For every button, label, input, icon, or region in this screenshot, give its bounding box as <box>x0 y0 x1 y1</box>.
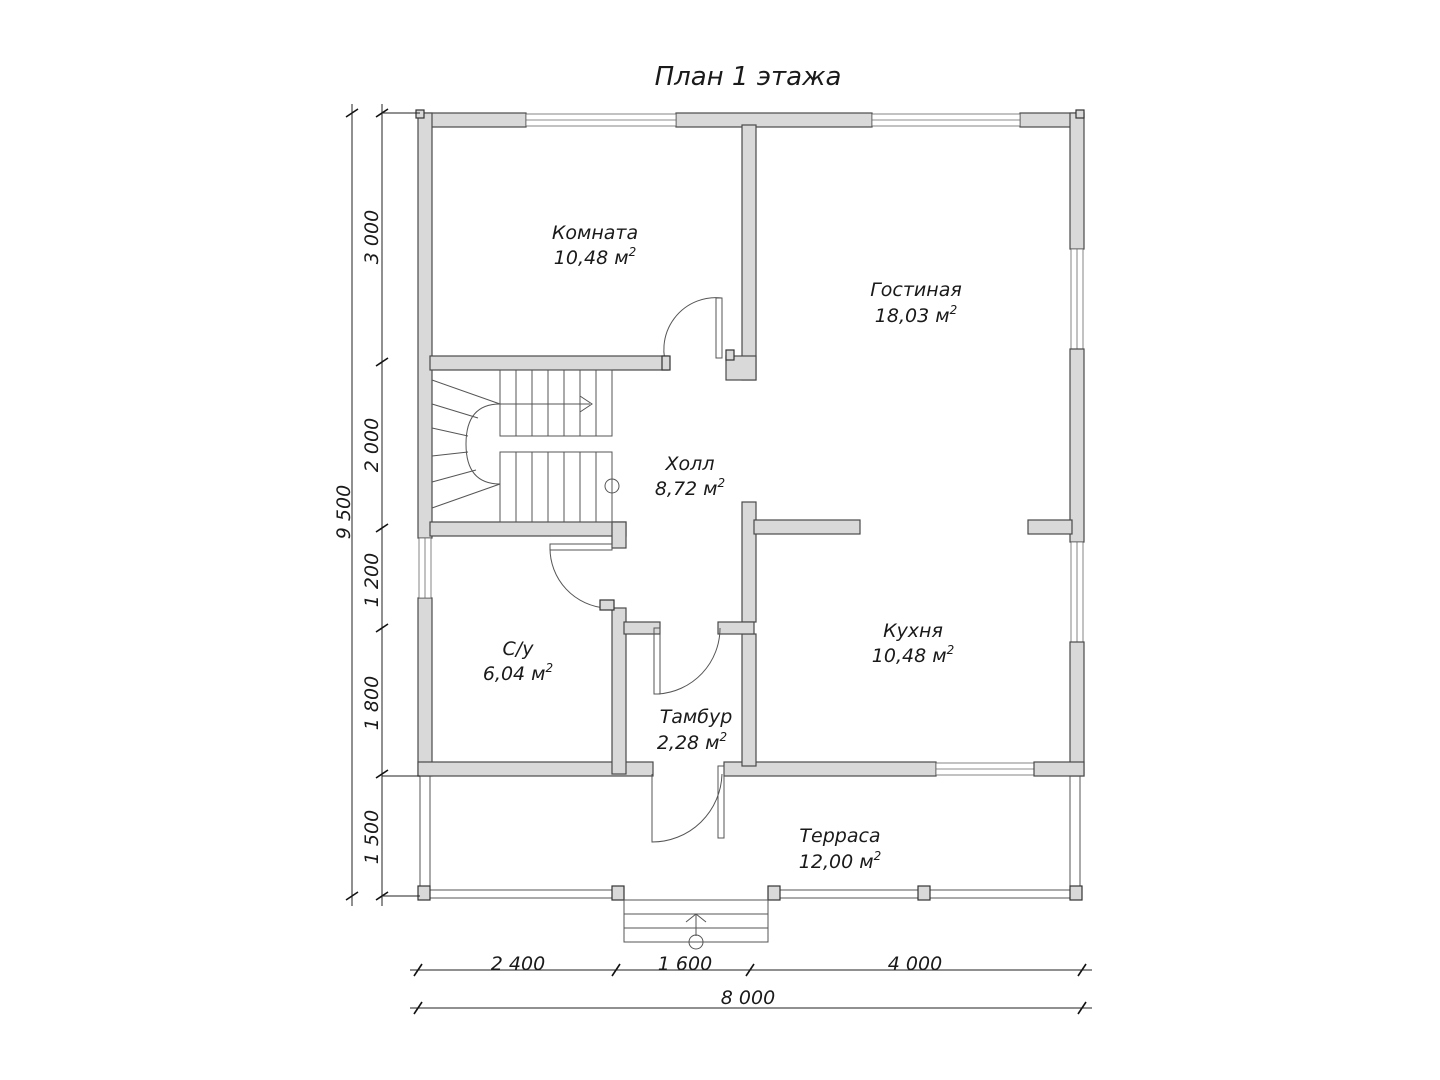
stair-start-marker <box>604 478 620 494</box>
room-holl-area: 8,72 м2 <box>655 476 725 500</box>
room-tambur-area: 2,28 м2 <box>657 730 727 754</box>
plan-title: План 1 этажа <box>655 62 842 92</box>
room-gostinaya-area: 18,03 м2 <box>875 303 957 327</box>
terrace <box>417 776 1083 950</box>
room-holl-name: Холл <box>665 453 715 475</box>
dim-bottom-seg-2: 1 600 <box>658 953 712 975</box>
outer-walls <box>415 109 1085 777</box>
staircase <box>431 369 620 523</box>
dim-left-seg-2: 2 000 <box>361 418 383 472</box>
room-komnata-area: 10,48 м2 <box>554 245 636 269</box>
inner-walls <box>429 124 1073 775</box>
room-su-name: С/у <box>503 638 535 660</box>
room-kuhnya-area: 10,48 м2 <box>872 643 954 667</box>
bottom-dimensions: 2 400 1 600 4 000 8 000 <box>410 953 1092 1015</box>
room-terrasa-area: 12,00 м2 <box>799 849 881 873</box>
dim-left-seg-1: 3 000 <box>361 210 383 264</box>
room-gostinaya-name: Гостиная <box>870 279 962 301</box>
dim-left-seg-3: 1 200 <box>361 553 383 607</box>
dim-left-seg-4: 1 800 <box>361 676 383 730</box>
dim-left-total: 9 500 <box>333 485 355 539</box>
left-dimensions: 9 500 3 000 2 000 1 200 1 800 1 500 <box>333 104 420 906</box>
room-terrasa-name: Терраса <box>799 825 880 847</box>
dim-bottom-seg-1: 2 400 <box>491 953 545 975</box>
room-tambur-name: Тамбур <box>660 706 733 728</box>
room-labels: Комната 10,48 м2 Гостиная 18,03 м2 Холл … <box>483 222 962 873</box>
doors <box>549 297 735 843</box>
room-kuhnya-name: Кухня <box>883 620 943 642</box>
room-komnata-name: Комната <box>552 222 638 244</box>
dim-bottom-seg-3: 4 000 <box>888 953 942 975</box>
dim-bottom-total: 8 000 <box>721 987 775 1009</box>
dim-left-seg-5: 1 500 <box>361 810 383 864</box>
room-su-area: 6,04 м2 <box>483 661 553 685</box>
entrance-marker <box>688 934 704 950</box>
